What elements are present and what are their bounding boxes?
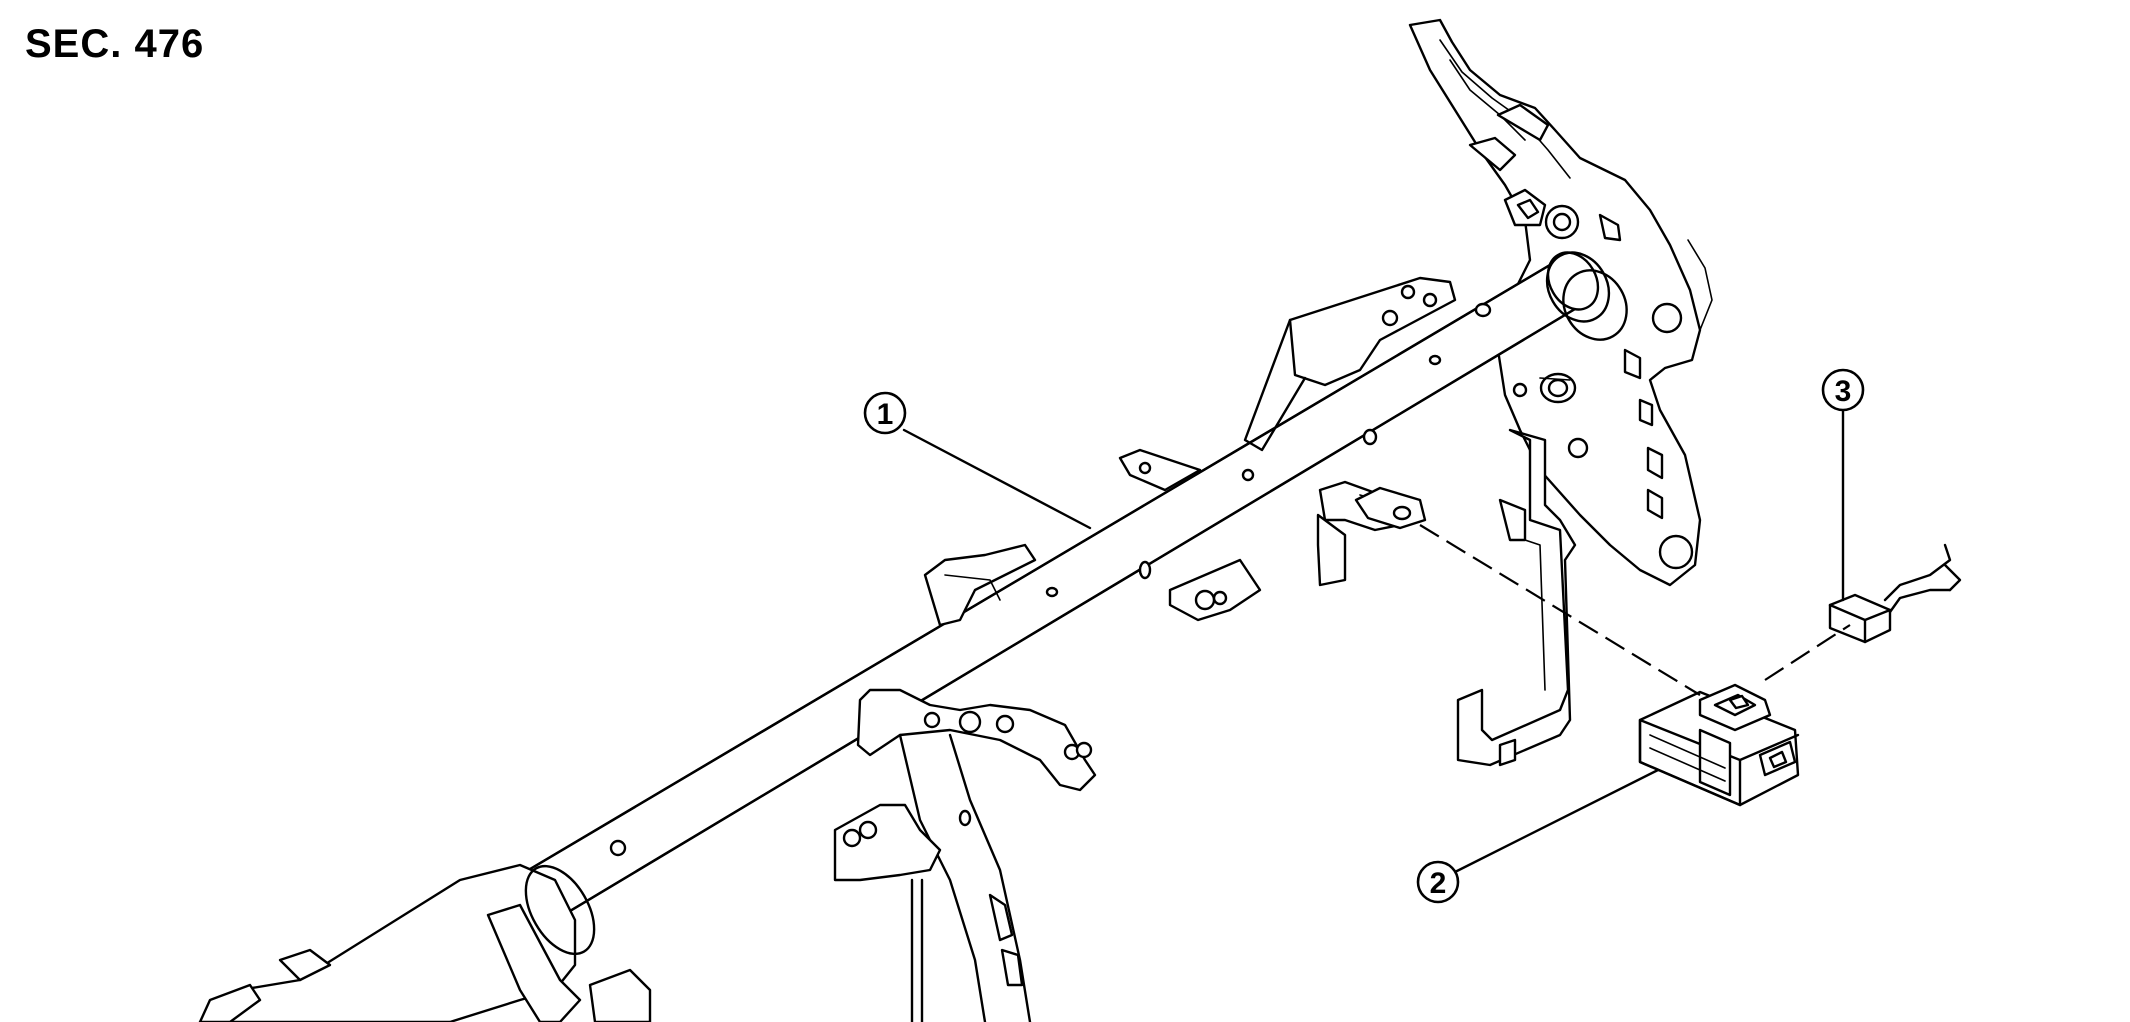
assembly-line-connector: [1764, 624, 1851, 681]
control-unit: [1638, 683, 1800, 807]
callout-2-number: 2: [1430, 867, 1447, 900]
lower-bracket: [833, 688, 1097, 1022]
upper-mounting-brackets: [923, 276, 1457, 627]
harness-connector: [1828, 543, 1962, 644]
callout-2: 2: [1416, 860, 1460, 904]
callout-1: 1: [863, 391, 907, 435]
callout-1-number: 1: [877, 398, 894, 431]
unit-mount-bracket: [1354, 486, 1427, 530]
leader-line-2: [1453, 768, 1660, 874]
steering-member-tube: [198, 251, 1628, 1022]
callout-3-number: 3: [1835, 375, 1852, 408]
assembly-line-unit: [1419, 524, 1701, 696]
callout-3: 3: [1821, 368, 1865, 412]
section-label: SEC. 476: [25, 22, 205, 66]
leader-line-1: [902, 428, 1092, 530]
